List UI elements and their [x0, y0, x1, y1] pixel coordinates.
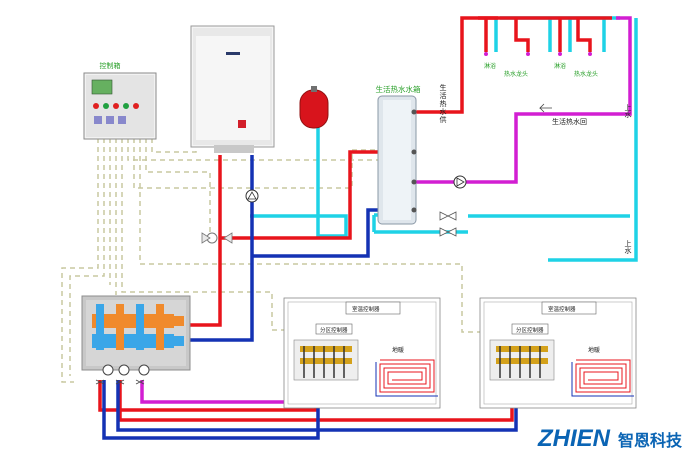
cold-water-lines: [250, 16, 638, 262]
hydraulic-manifold: [81, 295, 191, 385]
floor-heating-zone-2: 室温控制器 分区控制器 地暖: [479, 297, 637, 409]
dhw-return-label: 生活热水回: [552, 117, 587, 126]
fixture-label: 热水龙头: [504, 70, 528, 78]
control-wiring: [61, 138, 480, 383]
cold-inlet-bottom-label: 上水: [624, 239, 632, 254]
boiler-indicator: [238, 120, 246, 128]
hot-water-tank: 生活热水水箱: [376, 84, 421, 225]
floor-heating-coil-1: [379, 359, 435, 393]
hot-water-tank-label: 生活热水水箱: [376, 84, 421, 94]
zone-controller-label-1: 分区控制器: [320, 326, 348, 334]
zone-controller-2: [511, 323, 549, 335]
indicator-light-green: [103, 103, 109, 109]
control-display: [91, 79, 113, 95]
fixture-label: 淋浴: [554, 62, 566, 70]
brand-logo: ZHIEN 智恩科技: [537, 425, 683, 452]
room-thermostat-2: [541, 301, 597, 315]
fixture-label: 热水龙头: [574, 70, 598, 78]
floor-heating-coil-2: [575, 359, 631, 393]
room-controller-label-2: 室温控制器: [548, 305, 576, 313]
brand-logo-latin: ZHIEN: [537, 425, 611, 452]
room-thermostat-1: [345, 301, 401, 315]
three-way-valve: [201, 232, 233, 244]
control-box-label: 控制箱: [100, 61, 121, 70]
expansion-tank: [299, 86, 329, 129]
brand-logo-cn: 智恩科技: [618, 431, 683, 450]
fixture-label: 淋浴: [484, 62, 496, 70]
mixing-valve-cold: [439, 211, 457, 237]
fixtures: 淋浴 热水龙头 淋浴 热水龙头: [484, 52, 598, 78]
indicator-light-red: [93, 103, 99, 109]
room-controller-label-1: 室温控制器: [352, 305, 380, 313]
control-box: 控制箱: [83, 61, 157, 140]
dhw-return-arrow: [539, 103, 552, 113]
circulation-pump-dhw: [453, 175, 467, 189]
floor-heating-zone-1: 室温控制器 分区控制器 地暖: [283, 297, 441, 409]
zone-controller-1: [315, 323, 353, 335]
zone-controller-label-2: 分区控制器: [516, 326, 544, 334]
circulation-pump-boiler: [245, 189, 259, 203]
boiler-logo: [226, 52, 240, 55]
floor-heating-label-1: 地暖: [392, 346, 404, 354]
floor-heating-label-2: 地暖: [588, 346, 600, 354]
dhw-supply-label: 生活热水供: [439, 83, 447, 124]
cold-inlet-top-label: 上水: [624, 103, 632, 118]
wall-boiler: [190, 25, 275, 153]
